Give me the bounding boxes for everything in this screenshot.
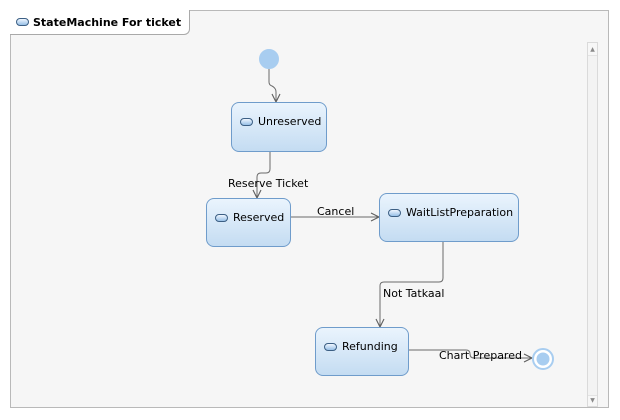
transition-label-reserve-ticket: Reserve Ticket (228, 177, 309, 190)
state-icon (388, 209, 401, 217)
state-icon (240, 118, 253, 126)
state-unreserved[interactable]: Unreserved (231, 102, 327, 152)
scroll-down-icon[interactable]: ▼ (590, 396, 595, 404)
edge-unreserved-to-reserved[interactable] (257, 151, 271, 198)
state-machine-icon (16, 18, 29, 26)
vertical-scrollbar[interactable]: ▲ ▼ (587, 42, 598, 407)
edge-initial-to-unreserved[interactable] (268, 69, 276, 102)
state-reserved[interactable]: Reserved (206, 198, 291, 247)
edge-refunding-to-final[interactable] (408, 349, 532, 358)
transition-label-not-tatkaal: Not Tatkaal (383, 287, 444, 300)
diagram-title: StateMachine For ticket (33, 15, 182, 29)
edge-waitlist-to-refunding[interactable] (380, 242, 444, 327)
diagram-title-tab[interactable]: StateMachine For ticket (10, 10, 191, 35)
scroll-thumb[interactable] (588, 55, 597, 396)
final-node[interactable] (532, 348, 554, 370)
transition-label-cancel: Cancel (317, 205, 354, 218)
state-icon (324, 343, 337, 351)
state-label: Unreserved (258, 115, 322, 128)
state-refunding[interactable]: Refunding (315, 327, 409, 376)
state-label: Refunding (342, 340, 398, 353)
transition-label-chart-prepared: Chart Prepared (439, 349, 522, 362)
state-label: WaitListPreparation (406, 206, 514, 219)
scroll-up-icon[interactable]: ▲ (590, 45, 595, 53)
initial-node[interactable] (259, 49, 279, 69)
state-waitlist-preparation[interactable]: WaitListPreparation (379, 193, 519, 242)
state-icon (215, 214, 228, 222)
state-label: Reserved (233, 211, 285, 224)
